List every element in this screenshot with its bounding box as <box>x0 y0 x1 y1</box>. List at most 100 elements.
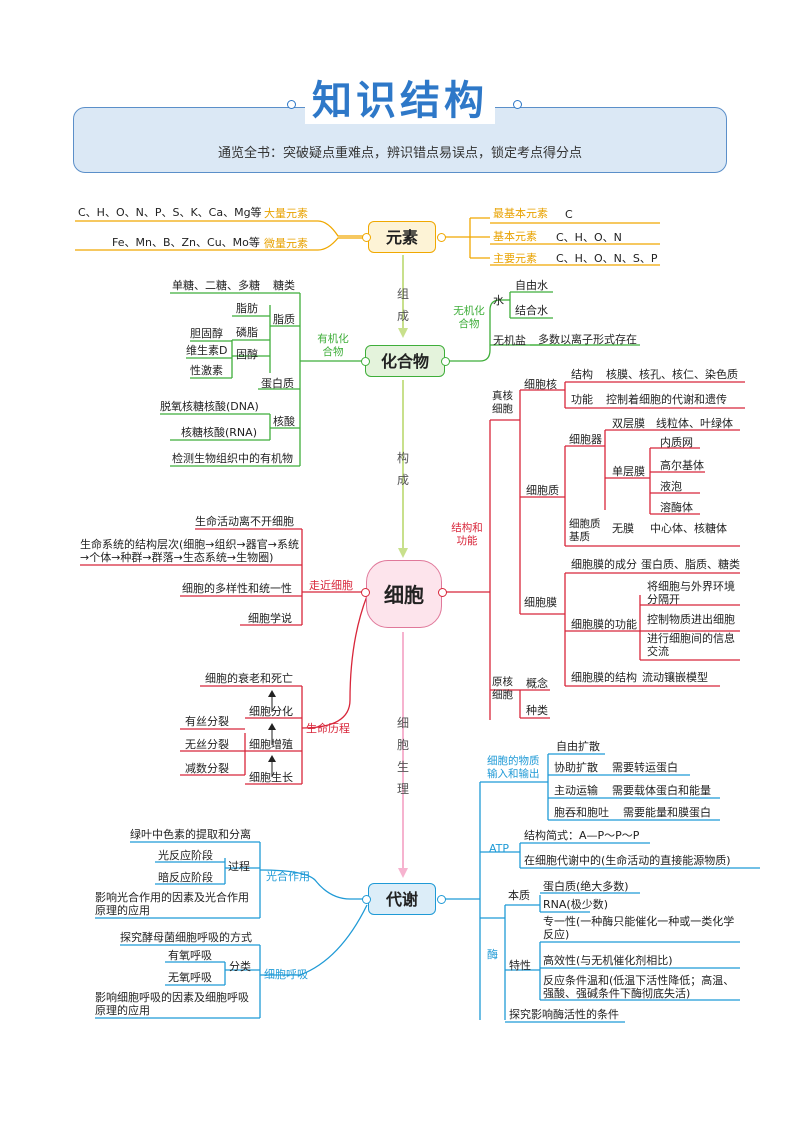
jiance: 检测生物组织中的有机物 <box>172 452 293 465</box>
guanghe-yinsu: 影响光合作用的因素及光合作用原理的应用 <box>95 891 249 917</box>
zhizhi: 脂质 <box>273 313 295 326</box>
danguchun: 胆固醇 <box>190 327 223 340</box>
zengzhi: 细胞增殖 <box>249 738 293 751</box>
linzhi: 磷脂 <box>236 326 258 339</box>
atp-role: 在细胞代谢中的(生命活动的直接能源物质) <box>524 854 731 867</box>
jizhi: 细胞质基质 <box>569 518 601 543</box>
huahewu-left-dot <box>361 357 370 366</box>
jianshu: 减数分裂 <box>185 762 229 775</box>
huahewu-right-dot <box>441 357 450 366</box>
link-goucheng: 构成 <box>396 451 409 487</box>
xibaohe: 细胞核 <box>524 378 557 391</box>
atp-label: ATP <box>489 842 510 855</box>
xiezhu: 协助扩散 <box>554 761 598 774</box>
benzhi-1: 蛋白质(绝大多数) <box>543 880 629 893</box>
jiegou-struct-items: 核膜、核孔、核仁、染色质 <box>606 368 738 381</box>
youji-label: 有机化合物 <box>317 333 349 358</box>
xiezhu-note: 需要转运蛋白 <box>612 761 678 774</box>
weishengsu: 维生素D <box>186 344 228 357</box>
mo-gongneng: 细胞膜的功能 <box>571 618 637 631</box>
danceng-item-1: 内质网 <box>660 436 693 449</box>
wumo-items: 中心体、核糖体 <box>650 522 727 535</box>
xibaozhi: 细胞质 <box>526 484 559 497</box>
node-xibao: 细胞 <box>366 560 442 628</box>
tanglei: 糖类 <box>273 279 295 292</box>
an: 暗反应阶段 <box>158 871 213 884</box>
daixie-left-dot <box>362 895 371 904</box>
xibaomo: 细胞膜 <box>524 596 557 609</box>
hesuan: 核酸 <box>273 415 295 428</box>
jiegou-label: 结构和功能 <box>451 522 483 547</box>
baotun: 胞吞和胞吐 <box>554 806 609 819</box>
shui: 水 <box>493 294 504 307</box>
ziyoushui: 自由水 <box>515 279 548 292</box>
texing-1: 专一性(一种酶只能催化一种或一类化学反应) <box>543 915 735 941</box>
mo-gongneng-2: 控制物质进出细胞 <box>647 613 735 626</box>
shuailao: 细胞的衰老和死亡 <box>205 672 293 685</box>
jiben-label: 基本元素 <box>493 230 537 243</box>
zhonglei: 种类 <box>526 704 548 717</box>
texing-3: 反应条件温和(低温下活性降低；高温、强酸、强碱条件下酶彻底失活) <box>543 974 735 1000</box>
daliang-label: 大量元素 <box>264 207 308 220</box>
link-shengli: 细胞生理 <box>396 716 409 796</box>
guoc: 过程 <box>228 860 250 873</box>
title-left-dot <box>287 100 296 109</box>
atp-jiegou: 结构简式：A—P～P～P <box>524 829 640 842</box>
danceng-item-3: 液泡 <box>660 480 682 493</box>
weiliang-items: Fe、Mn、B、Zn、Cu、Mo等 <box>112 236 260 249</box>
mo-jiegou: 细胞膜的结构 <box>571 671 637 684</box>
tanglei-items: 单糖、二糖、多糖 <box>172 279 260 292</box>
chengfen-items: 蛋白质、脂质、糖类 <box>641 558 740 571</box>
jiegou-func-items: 控制着细胞的代谢和遗传 <box>606 393 727 406</box>
zhifang: 脂肪 <box>236 302 258 315</box>
wumo: 无膜 <box>612 522 634 535</box>
yuansu-left-dot <box>362 233 371 242</box>
huxi-yinsu: 影响细胞呼吸的因素及细胞呼吸原理的应用 <box>95 991 249 1017</box>
licheng-label: 生命历程 <box>306 722 350 735</box>
page-title: 知识结构 <box>312 78 488 124</box>
danbaizhi: 蛋白质 <box>261 377 294 390</box>
yuansu-right-dot <box>437 233 446 242</box>
jinjin-item-4: 细胞学说 <box>248 612 292 625</box>
zuijiben-label: 最基本元素 <box>493 207 548 220</box>
rna: 核糖核酸(RNA) <box>181 426 257 439</box>
zhuyao-label: 主要元素 <box>493 252 537 265</box>
page-subtitle: 通览全书：突破疑点重难点，辨识错点易误点，锁定考点得分点 <box>217 146 582 161</box>
mo-jiegou-items: 流动镶嵌模型 <box>642 671 708 684</box>
shuchu-label: 细胞的物质输入和输出 <box>487 755 540 780</box>
youyang: 有氧呼吸 <box>168 949 212 962</box>
node-yuansu: 元素 <box>368 221 436 253</box>
mei-label: 酶 <box>487 948 498 961</box>
jiegou-struct-label: 结构 <box>571 368 593 381</box>
danceng: 单层膜 <box>612 465 645 478</box>
huxi-label: 细胞呼吸 <box>264 968 308 981</box>
ziyou: 自由扩散 <box>556 740 600 753</box>
jinjin-label: 走近细胞 <box>309 579 353 592</box>
fenlei: 分类 <box>229 960 251 973</box>
xibao-left-dot <box>361 588 370 597</box>
shuangceng-items: 线粒体、叶绿体 <box>656 417 733 430</box>
zhudong: 主动运输 <box>554 784 598 797</box>
jinjin-item-2: 生命系统的结构层次(细胞→组织→器官→系统→个体→种群→群落→生态系统→生物圈) <box>80 538 299 564</box>
title-background <box>305 80 495 124</box>
mo-gongneng-3: 进行细胞间的信息交流 <box>647 632 735 658</box>
jiehe: 结合水 <box>515 304 548 317</box>
shengzhang: 细胞生长 <box>249 771 293 784</box>
tanjiu-mei: 探究影响酶活性的条件 <box>509 1008 619 1021</box>
jinjin-item-3: 细胞的多样性和统一性 <box>182 582 292 595</box>
wusi: 无丝分裂 <box>185 738 229 751</box>
texing: 特性 <box>509 959 531 972</box>
wuyang: 无氧呼吸 <box>168 971 212 984</box>
xibaoqi: 细胞器 <box>569 433 602 446</box>
mo-gongneng-1: 将细胞与外界环境分隔开 <box>647 580 735 606</box>
shuangceng: 双层膜 <box>612 417 645 430</box>
zhuyao-items: C、H、O、N、S、P <box>556 252 658 265</box>
gainian: 概念 <box>526 677 548 690</box>
yousi: 有丝分裂 <box>185 715 229 728</box>
zhudong-note: 需要载体蛋白和能量 <box>612 784 711 797</box>
baotun-note: 需要能量和膜蛋白 <box>623 806 711 819</box>
xingjisu: 性激素 <box>190 364 223 377</box>
link-zucheng: 组成 <box>396 287 409 323</box>
node-huahewu: 化合物 <box>365 345 445 377</box>
